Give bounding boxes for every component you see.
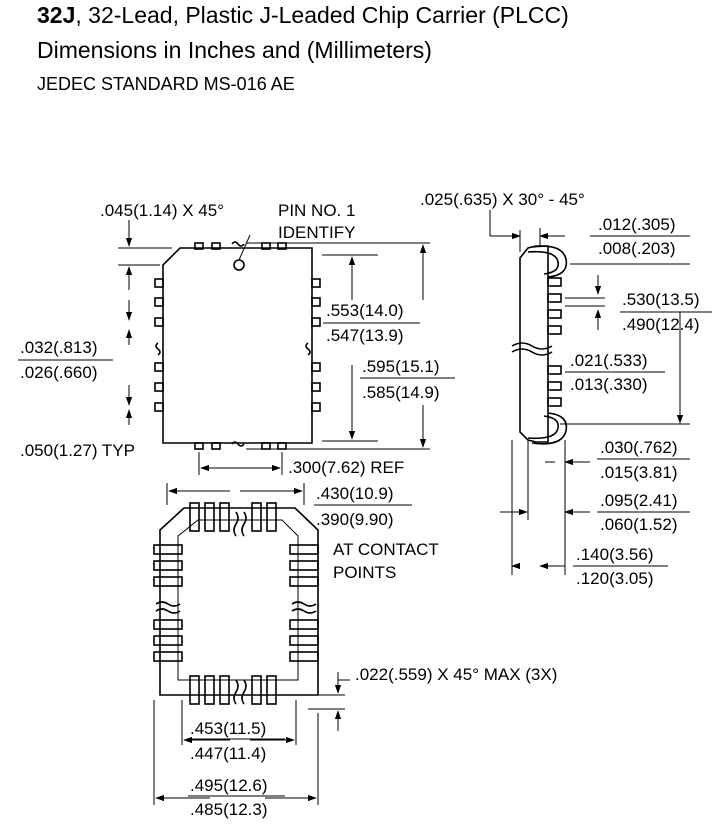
label-side-angle: .025(.635) X 30° - 45° <box>420 190 585 209</box>
label-ref: .300(7.62) REF <box>288 458 404 477</box>
label-lead-width-min: .026(.660) <box>20 363 98 382</box>
standard-reference: JEDEC STANDARD MS-016 AE <box>37 74 295 94</box>
label-side-c-min: .013(.330) <box>570 375 648 394</box>
bottom-view-dimensions <box>153 483 412 805</box>
label-corner-note: .022(.559) X 45° MAX (3X) <box>355 665 557 684</box>
label-body-width-min: .547(13.9) <box>326 326 404 345</box>
label-package-length-max: .595(15.1) <box>362 357 440 376</box>
label-contact-max: .430(10.9) <box>316 484 394 503</box>
label-side-d-max: .030(.762) <box>600 438 678 457</box>
title-text: , 32-Lead, Plastic J-Leaded Chip Carrier… <box>75 2 569 28</box>
pin1-marker <box>233 259 245 271</box>
label-package-width-max: .495(12.6) <box>190 776 268 795</box>
label-pin1-line1: PIN NO. 1 <box>278 201 355 220</box>
label-chamfer: .045(1.14) X 45° <box>100 201 224 220</box>
label-side-d-min: .015(3.81) <box>600 463 678 482</box>
side-view <box>511 245 568 445</box>
label-side-e-max: .095(2.41) <box>600 491 678 510</box>
bottom-view <box>153 502 319 705</box>
bottom-view-body <box>159 507 319 696</box>
label-package-length-min: .585(14.9) <box>362 383 440 402</box>
label-pin1-line2: IDENTIFY <box>278 223 355 242</box>
label-body-width-max: .553(14.0) <box>326 301 404 320</box>
label-pitch: .050(1.27) TYP <box>20 441 135 460</box>
label-contact-min: .390(9.90) <box>316 510 394 529</box>
label-side-b-max: .530(13.5) <box>622 290 700 309</box>
top-view <box>154 234 321 450</box>
label-body-width2-min: .447(11.4) <box>190 744 266 763</box>
label-contact-note-2: POINTS <box>333 563 396 582</box>
top-view-dimensions <box>18 220 455 475</box>
label-side-c-max: .021(.533) <box>570 351 648 370</box>
page-title: 32J, 32-Lead, Plastic J-Leaded Chip Carr… <box>37 2 569 29</box>
label-side-e-min: .060(1.52) <box>600 515 678 534</box>
page-subtitle: Dimensions in Inches and (Millimeters) <box>37 37 432 63</box>
side-view-dimensions <box>489 210 712 575</box>
label-package-width-min: .485(12.3) <box>190 800 268 819</box>
label-body-width2-max: .453(11.5) <box>190 719 266 738</box>
label-side-a-min: .008(.203) <box>598 239 676 258</box>
part-code: 32J <box>37 2 76 28</box>
label-side-a-max: .012(.305) <box>598 215 676 234</box>
label-side-f-max: .140(3.56) <box>576 545 654 564</box>
label-lead-width-max: .032(.813) <box>20 338 98 357</box>
label-side-b-min: .490(12.4) <box>622 315 700 334</box>
label-contact-note-1: AT CONTACT <box>333 540 439 559</box>
side-view-body <box>519 245 549 443</box>
label-side-f-min: .120(3.05) <box>576 569 654 588</box>
top-view-body <box>162 247 313 444</box>
